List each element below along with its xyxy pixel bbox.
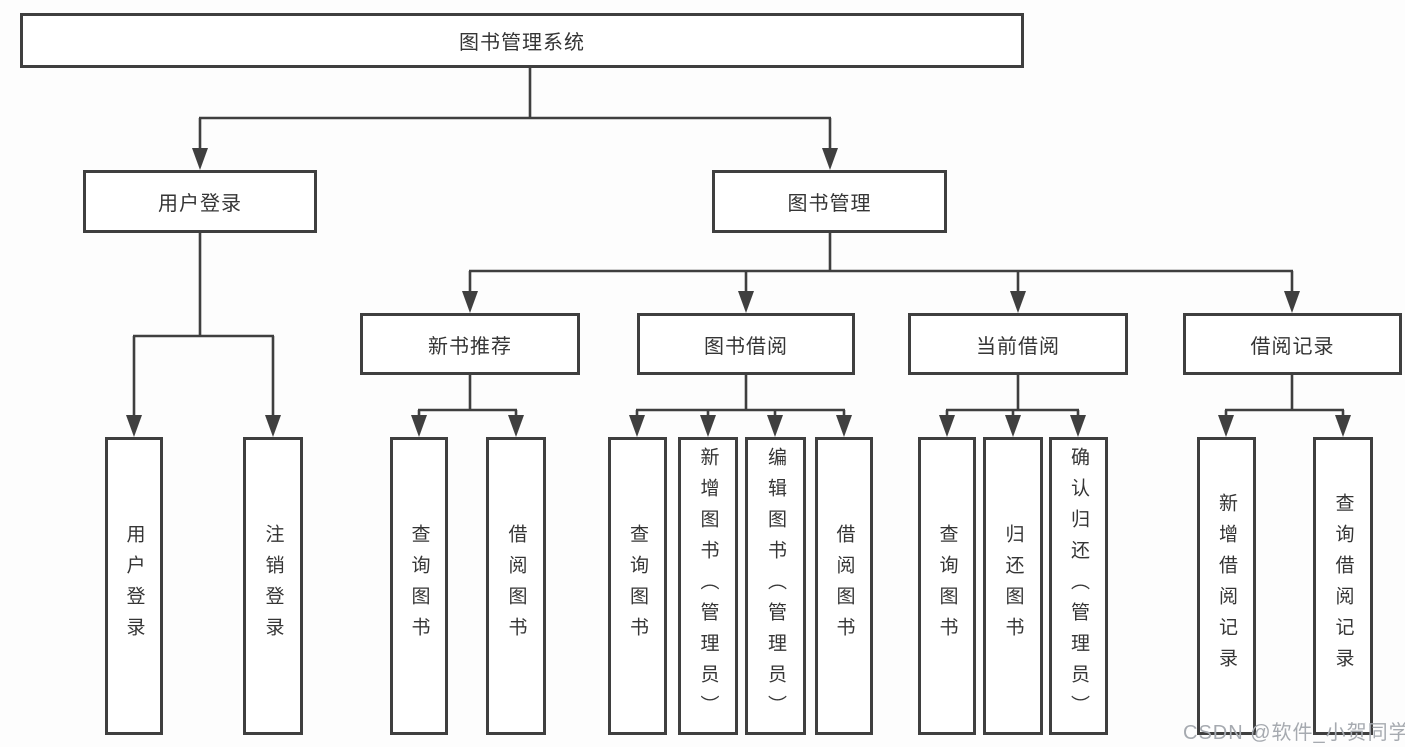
node-label: 确认归还（管理员） [1068,446,1089,726]
node-label: 用户登录 [158,193,242,215]
leaf-edit-books-admin: 编辑图书（管理员） [745,437,806,735]
node-user-login: 用户登录 [83,170,317,233]
leaf-borrowing-query-books: 查询图书 [608,437,667,735]
node-new-book-recommend: 新书推荐 [360,313,580,375]
node-label: 借阅图书 [833,524,855,648]
node-label: 用户登录 [123,524,145,648]
node-library-system: 图书管理系统 [20,13,1024,68]
leaf-recommend-query-books: 查询图书 [390,437,448,735]
node-label: 归还图书 [1002,524,1024,648]
node-label: 新增图书（管理员） [697,446,719,726]
csdn-watermark: CSDN @软件_小贺同学 [1183,722,1405,744]
node-label: 图书管理系统 [459,32,585,54]
node-current-borrowing: 当前借阅 [908,313,1128,375]
leaf-borrow-books: 借阅图书 [815,437,873,735]
leaf-return-books: 归还图书 [983,437,1043,735]
node-book-management: 图书管理 [712,170,947,233]
arrowhead-icons [126,148,1351,437]
node-label: 查询图书 [408,524,430,648]
node-label: 图书借阅 [704,335,788,358]
node-label: 查询图书 [627,524,648,648]
leaf-confirm-return-admin: 确认归还（管理员） [1049,437,1108,735]
node-label: 新增借阅记录 [1216,493,1237,679]
node-book-borrowing: 图书借阅 [637,313,855,375]
node-label: 查询借阅记录 [1332,493,1354,679]
node-label: 借阅图书 [505,524,527,648]
leaf-add-books-admin: 新增图书（管理员） [678,437,738,735]
node-borrowing-records: 借阅记录 [1183,313,1402,375]
leaf-add-borrow-record: 新增借阅记录 [1197,437,1256,735]
node-label: 图书管理 [787,193,872,215]
node-label: 借阅记录 [1250,335,1335,358]
leaf-current-query-books: 查询图书 [918,437,976,735]
node-label: 当前借阅 [976,335,1060,358]
leaf-logout: 注销登录 [243,437,303,735]
node-label: 查询图书 [936,524,958,648]
leaf-query-borrow-record: 查询借阅记录 [1313,437,1373,735]
node-label: 新书推荐 [428,335,512,358]
node-label: 编辑图书（管理员） [765,446,786,726]
leaf-recommend-borrow-books: 借阅图书 [486,437,546,735]
node-label: 注销登录 [262,524,284,648]
leaf-user-login: 用户登录 [105,437,163,735]
